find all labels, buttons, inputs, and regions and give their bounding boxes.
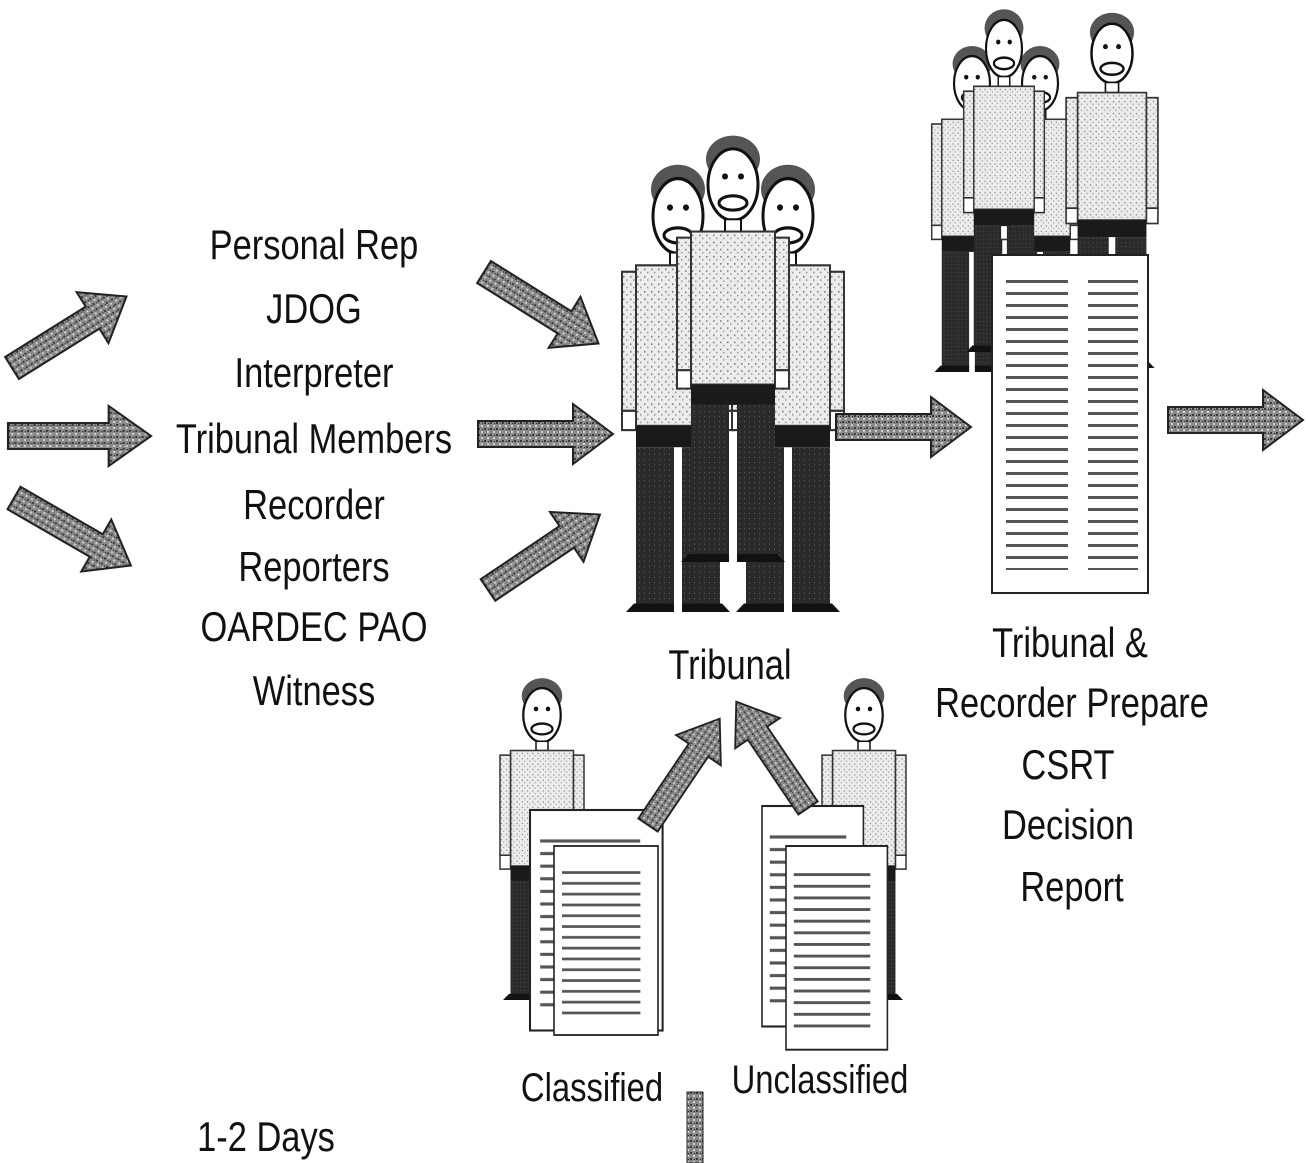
incoming-arrow-lower (0, 471, 147, 593)
divider-bar (686, 1091, 704, 1163)
participant-label: JDOG (266, 285, 362, 332)
unclassified-arrow (712, 685, 832, 825)
to-tribunal-arrow-middle (477, 403, 614, 465)
classified-arrow (624, 702, 744, 842)
decision-report-document (991, 254, 1149, 594)
report-label-line: CSRT (1021, 741, 1115, 788)
unclassified-label: Unclassified (731, 1058, 909, 1102)
to-tribunal-arrow-upper (467, 245, 616, 370)
duration-label: 1-2 Days (197, 1113, 335, 1160)
report-label-line: Recorder Prepare (935, 679, 1209, 726)
to-tribunal-arrow-lower (470, 488, 618, 616)
tribunal-label: Tribunal (668, 641, 792, 688)
outgoing-arrow (1167, 389, 1304, 451)
classified-label: Classified (520, 1066, 664, 1110)
participant-label: Witness (252, 667, 376, 714)
report-label-line: Tribunal & (992, 619, 1148, 666)
report-label-line: Report (1020, 863, 1124, 910)
participant-label: Tribunal Members (175, 415, 453, 462)
incoming-arrow-upper (0, 270, 144, 395)
participant-label: Reporters (238, 543, 390, 590)
report-label-line: Decision (1001, 801, 1135, 848)
participant-label: Interpreter (234, 349, 394, 396)
incoming-arrow-middle (6, 404, 153, 468)
tribunal-figures (620, 134, 846, 614)
classified-documents (528, 808, 664, 1036)
participant-label: Personal Rep (209, 221, 419, 268)
tribunal-to-report-arrow (835, 396, 972, 458)
participant-label: Recorder (243, 481, 385, 528)
participant-label: OARDEC PAO (200, 603, 428, 650)
